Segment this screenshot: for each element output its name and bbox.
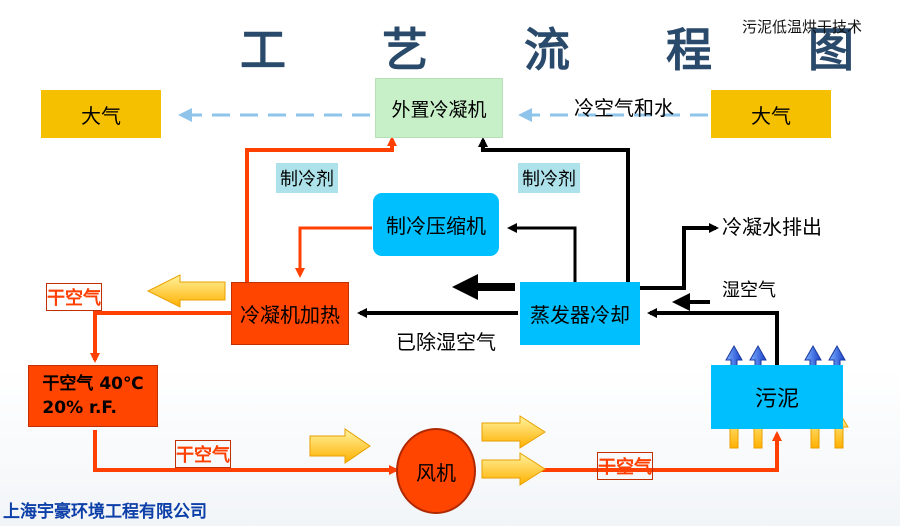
refrigerant-right-label: 制冷剂 xyxy=(518,163,580,193)
thick-arrow-humid xyxy=(672,293,710,311)
dehumidified-air-label: 已除湿空气 xyxy=(396,330,496,354)
dry-air-top-label: 干空气 xyxy=(46,283,102,311)
company-name: 上海宇豪环境工程有限公司 xyxy=(3,502,207,522)
red-line-compressor-to-condenser xyxy=(295,226,372,278)
evaporator-box: 蒸发器冷却 xyxy=(520,282,640,345)
fan-circle: 风机 xyxy=(396,428,476,514)
yellow-arrow-bottom-1 xyxy=(309,428,371,464)
red-line-to-external-condenser xyxy=(245,136,397,282)
red-line-to-dry-air-box xyxy=(90,311,231,363)
yellow-arrow-bottom-3 xyxy=(481,452,546,486)
dry-air-bottom-left-label: 干空气 xyxy=(175,440,231,468)
black-line-evap-to-compressor xyxy=(507,223,577,285)
fan-label: 风机 xyxy=(416,460,456,485)
red-line-to-fan xyxy=(93,430,399,475)
external-condenser-box: 外置冷凝机 xyxy=(375,78,503,138)
evaporator-label: 蒸发器冷却 xyxy=(530,303,630,327)
black-line-sludge-to-evap xyxy=(647,308,779,365)
atmosphere-left-box: 大气 xyxy=(41,90,161,138)
red-line-fan-to-sludge xyxy=(486,431,782,472)
condensate-out-label: 冷凝水排出 xyxy=(722,215,822,239)
compressor-label: 制冷压缩机 xyxy=(386,214,486,238)
thick-arrow-left xyxy=(452,274,515,300)
atmosphere-right-box: 大气 xyxy=(711,90,831,138)
compressor-box: 制冷压缩机 xyxy=(373,193,499,256)
black-line-condensate xyxy=(640,223,719,290)
black-line-evap-to-condenser xyxy=(478,137,630,285)
atmosphere-left-label: 大气 xyxy=(81,103,121,128)
dry-air-bottom-right-label: 干空气 xyxy=(597,452,653,480)
yellow-arrow-bottom-2 xyxy=(481,415,546,449)
sludge-label: 污泥 xyxy=(754,387,799,412)
condenser-heating-label: 冷凝机加热 xyxy=(240,303,340,327)
condenser-heating-box: 冷凝机加热 xyxy=(231,282,349,345)
page-subtitle: 污泥低温烘干技术 xyxy=(742,18,863,36)
atmosphere-right-label: 大气 xyxy=(751,103,791,128)
refrigerant-left-label: 制冷剂 xyxy=(276,163,338,193)
external-condenser-label: 外置冷凝机 xyxy=(391,98,487,121)
yellow-arrow-dry-air-top xyxy=(146,274,226,308)
dry-air-box-label: 干空气 40℃ 20% r.F. xyxy=(42,374,144,418)
dry-air-box: 干空气 40℃ 20% r.F. xyxy=(28,365,158,427)
sludge-box: 污泥 xyxy=(711,365,843,429)
sludge-blue-arrows xyxy=(725,344,846,379)
humid-air-label: 湿空气 xyxy=(722,280,776,301)
cold-air-water-label: 冷空气和水 xyxy=(574,96,674,120)
